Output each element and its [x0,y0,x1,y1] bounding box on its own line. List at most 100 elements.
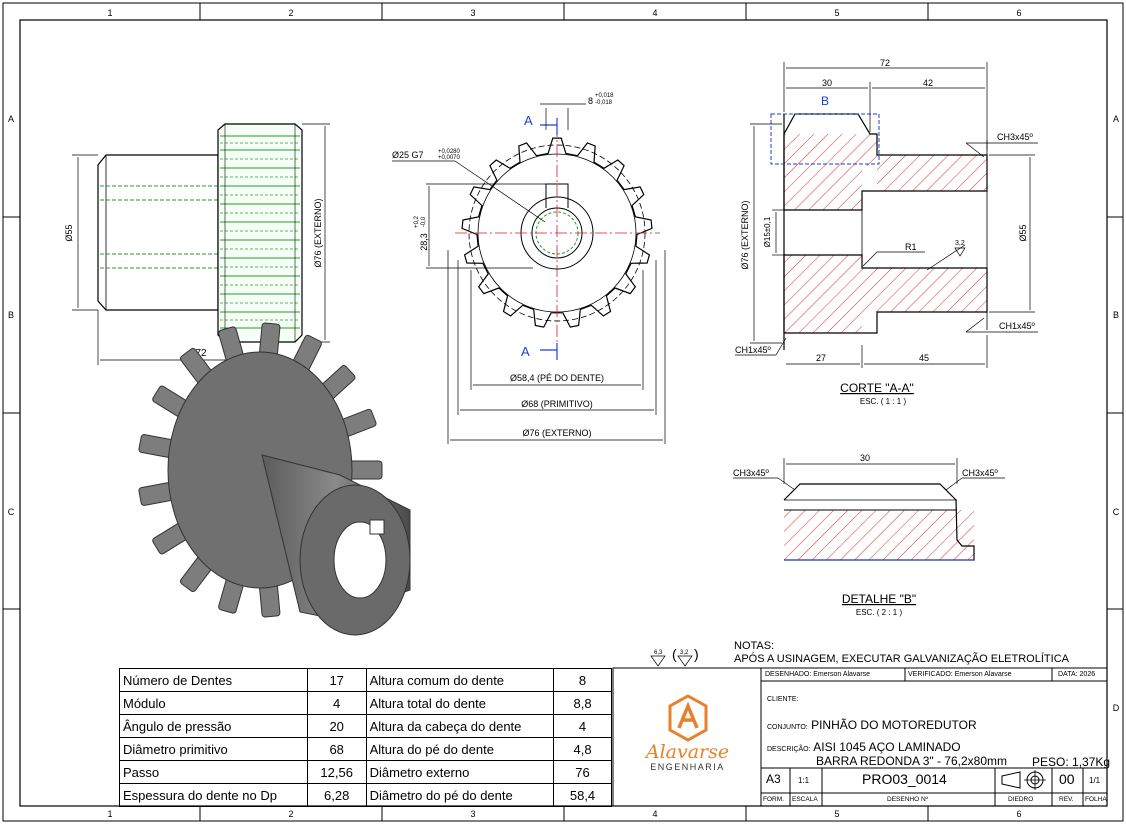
zone-row-c-right: C [1113,507,1120,517]
designed-value: Emerson Alavarse [813,671,871,678]
date-field: DATA: 2026 [1058,671,1095,678]
table-cell-value: 4 [306,691,367,715]
keyway-tol-lo: -0,018 [595,100,613,106]
table-cell-label2: Altura da cabeça do dente [365,714,555,738]
notes-line-1: APÓS A USINAGEM, EXECUTAR GALVANIZAÇÃO E… [734,652,1070,665]
zone-col-3-bottom: 3 [470,809,475,819]
client-label: CLIENTE: [767,696,799,703]
table-cell-label2: Diâmetro externo [365,760,555,784]
section-dim-total: 72 [880,58,890,68]
section-scale: ESC. ( 1 : 1 ) [860,397,907,406]
table-cell-label2: Altura total do dente [365,691,555,715]
scale-value: 1:1 [798,776,810,785]
surface-general-value: 6,3 [654,650,663,656]
table-cell-label: Espessura do dente no Dp [119,783,308,807]
description-line-2: BARRA REDONDA 3" - 76,2x80mm [816,754,1007,768]
verified-value: Emerson Alavarse [954,671,1012,678]
verified-label: VERIFICADO: [908,671,953,678]
zone-col-2: 2 [288,8,293,18]
surface-open-paren: ( [672,646,677,662]
surface-close-paren: ) [694,646,699,662]
zone-ticks [3,3,1123,821]
table-cell-value2: 4,8 [553,737,612,761]
table-cell-label: Número de Dentes [119,668,308,692]
designed-field: DESENHADO: Emerson Alavarse [765,671,870,678]
zone-col-2-bottom: 2 [288,809,293,819]
title-block-frame [612,667,1108,807]
section-dim-hub: Ø55 [1018,224,1028,241]
detail-scale: ESC. ( 2 : 1 ) [856,608,903,617]
revision-value: 00 [1059,771,1075,787]
bore-tol-up: +0,0280 [438,149,461,155]
section-view: B 72 30 42 CH3x45º CH1x45º CH1x45º Ø [735,58,1038,406]
section-mark-top: A [524,113,533,128]
table-cell-label: Passo [119,760,308,784]
gear-outline [461,137,653,328]
description-label: DESCRIÇÃO: [767,746,811,753]
format-label: FORM. [763,796,784,803]
designed-label: DESENHADO: [765,671,812,678]
section-dim-42: 42 [923,78,933,88]
logo-name: Alavarse [645,741,730,763]
format-value: A3 [766,772,781,786]
date-value: 2026 [1079,671,1096,678]
detail-dim-30: 30 [860,453,870,463]
zone-col-4: 4 [652,8,657,18]
logo-subtitle: ENGENHARIA [650,762,725,772]
description-line-1: AISI 1045 AÇO LAMINADO [813,740,961,754]
isometric-view [138,322,411,636]
description-field: DESCRIÇÃO: AISI 1045 AÇO LAMINADO [767,740,961,754]
table-cell-label: Diâmetro primitivo [119,737,308,761]
section-mark-bottom: A [521,344,530,359]
zone-col-3: 3 [470,8,475,18]
detail-view: 30 CH3x45º CH3x45º DETALHE "B" ESC. ( 2 … [733,453,1005,617]
zone-row-b: B [8,310,14,320]
section-dim-bore: Ø15±0,1 [763,216,772,247]
front-view: A A 8 +0,018 -0,018 Ø25 G7 +0,0280 +0,00… [392,93,666,444]
roughness-symbol-icon [954,247,966,257]
section-ch-left: CH1x45º [735,345,772,355]
table-cell-value: 68 [306,737,367,761]
keyway-height-tol-lo: -0,0 [421,216,427,227]
keyway-tol-up: +0,018 [595,93,614,99]
drawing-number: PRO03_0014 [862,771,947,787]
side-dim-length: 72 [195,348,207,359]
weight: PESO: 1,37Kg [1032,755,1111,769]
dim-external-diameter: Ø76 (EXTERNO) [522,428,591,438]
zone-row-c: C [8,507,15,517]
bore-tol-lo: +0,0070 [438,155,461,161]
table-cell-value2: 76 [553,760,612,784]
section-dim-30: 30 [822,78,832,88]
assembly-label: CONJUNTO: [767,724,808,731]
zone-row-d-right: D [1113,703,1120,713]
roughness-general-icon [650,655,666,667]
scale-label: ESCALA [792,796,818,803]
assembly-field: CONJUNTO: PINHÃO DO MOTOREDUTOR [767,718,977,732]
logo-hexagon-icon [668,694,707,742]
detail-title: DETALHE "B" [842,592,916,606]
table-cell-label: Módulo [119,691,308,715]
table-cell-value: 20 [306,714,367,738]
notes: NOTAS: APÓS A USINAGEM, EXECUTAR GALVANI… [650,640,1070,667]
side-dim-ext: Ø76 (EXTERNO) [313,198,323,267]
notes-title: NOTAS: [734,640,774,652]
table-cell-value2: 8 [553,668,612,692]
detail-ch-right: CH3x45º [962,468,999,478]
table-cell-value2: 4 [553,714,612,738]
zone-row-a-right: A [1113,114,1119,124]
table-cell-value: 6,28 [306,783,367,807]
section-dim-27: 27 [816,353,826,363]
zone-col-4-bottom: 4 [652,809,657,819]
gear-tooth-profile [461,137,653,328]
section-radius: R1 [905,242,917,252]
dim-pitch-diameter: Ø68 (PRIMITIVO) [521,399,593,409]
bore-dim: Ø25 G7 [392,150,424,160]
diedro-label: DIEDRO [1008,796,1034,803]
detail-mark: B [821,94,829,108]
section-dim-ext: Ø76 (EXTERNO) [740,200,750,269]
